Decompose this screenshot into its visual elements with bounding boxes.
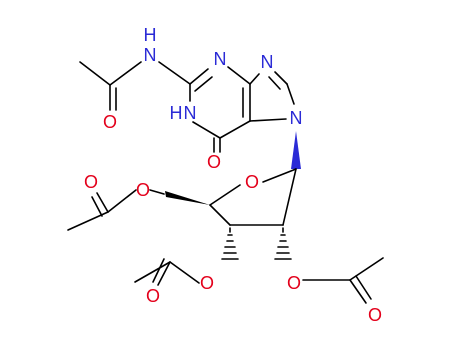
bond: [189, 68, 209, 85]
atom-n9: N: [261, 52, 274, 72]
bond: [96, 192, 109, 213]
atom-o6: O: [207, 152, 221, 172]
atom-o-carbonyl1: O: [84, 172, 98, 192]
bonds: [67, 61, 384, 304]
bond: [249, 118, 287, 122]
bond: [262, 168, 297, 183]
atom-n3: N: [214, 49, 227, 69]
bond: [107, 189, 137, 213]
atom-n7: N: [290, 108, 303, 128]
bond: [349, 279, 367, 304]
bond: [109, 61, 142, 86]
atom-o-amide: O: [103, 112, 117, 132]
atom-o-ester3: O: [287, 273, 301, 293]
atom-o-ring: O: [245, 172, 259, 192]
atom-o-carbonyl2: O: [146, 286, 160, 306]
bond: [169, 261, 200, 284]
atom-n-amide: N: [144, 45, 157, 65]
bond: [91, 196, 103, 217]
atom-o-ester1: O: [136, 180, 150, 200]
bond: [227, 66, 251, 85]
atom-o-carbonyl3: O: [368, 305, 382, 325]
bond: [268, 76, 281, 90]
bond: [158, 61, 191, 85]
atom-h1: H: [170, 103, 183, 123]
bond: [209, 204, 231, 226]
wedge-bond: [291, 131, 301, 169]
bond: [79, 61, 111, 86]
bond: [349, 257, 384, 281]
atom-o-ester2: O: [200, 273, 214, 293]
bond: [249, 73, 260, 85]
bond: [274, 71, 288, 85]
bond: [282, 168, 297, 226]
bond: [157, 261, 171, 286]
bond: [134, 261, 171, 283]
bond: [152, 258, 165, 283]
wedge-bond: [165, 191, 210, 205]
bond: [286, 83, 295, 105]
bond: [209, 184, 241, 206]
atom-h-amide: H: [144, 25, 157, 45]
bond: [149, 189, 165, 195]
bond: [194, 76, 213, 92]
atom-n1: N: [184, 103, 197, 123]
bond: [219, 120, 251, 139]
atom-labels: N H O N H N N N O O O O O O O O: [84, 25, 382, 325]
bond: [355, 275, 372, 300]
bond: [192, 121, 221, 139]
